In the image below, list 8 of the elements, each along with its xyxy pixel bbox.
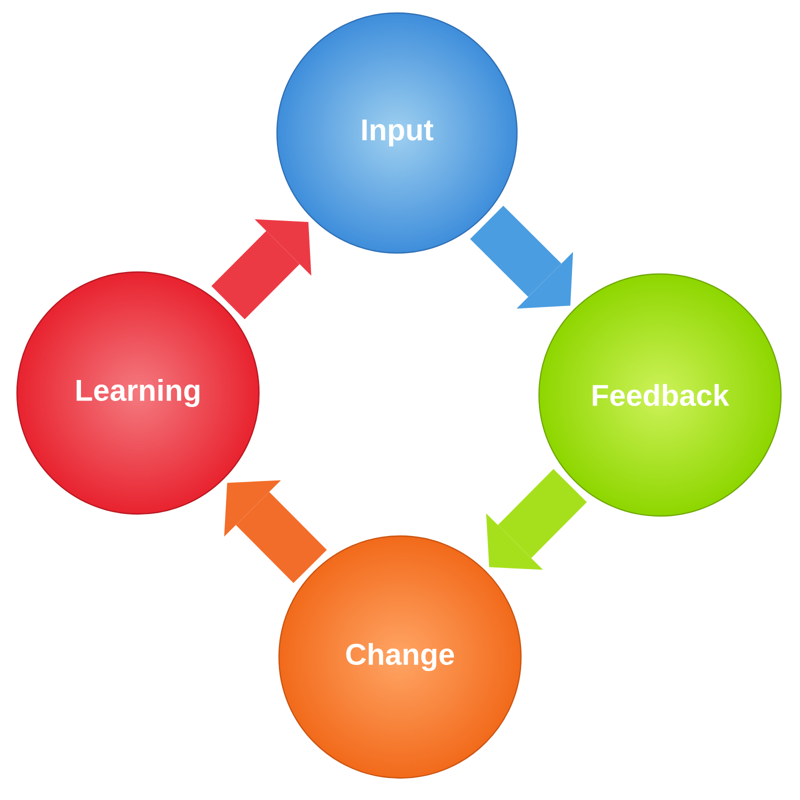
circle-node: Learning — [16, 271, 260, 515]
block-arrow — [224, 480, 327, 584]
circle-node: Input — [276, 12, 518, 254]
block-arrow — [486, 469, 587, 570]
circle-node: Change — [278, 535, 522, 779]
block-arrow — [470, 206, 574, 309]
block-arrow — [211, 219, 312, 320]
circle-node: Feedback — [538, 273, 782, 517]
